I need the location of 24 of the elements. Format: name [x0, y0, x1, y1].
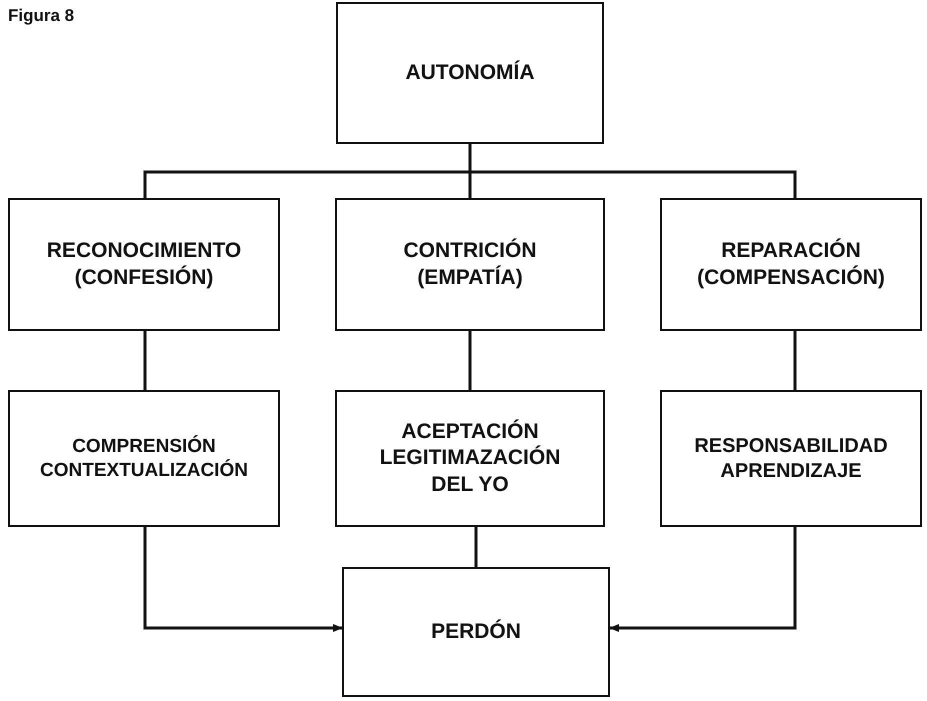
box-label: ACEPTACIÓN LEGITIMAZACIÓN DEL YO	[378, 419, 562, 498]
concept-box	[335, 198, 605, 331]
connector-line	[794, 331, 796, 390]
connector-line	[468, 331, 472, 390]
concept-box	[660, 198, 922, 331]
arrow	[609, 527, 796, 632]
concept-box	[342, 567, 610, 697]
box-label: AUTONOMÍA	[404, 60, 536, 86]
connector-line	[468, 144, 796, 198]
arrow	[144, 527, 343, 632]
concept-box	[336, 2, 604, 144]
figure-title: Figura 8	[8, 6, 74, 26]
concept-box	[335, 390, 605, 527]
box-label: REPARACIÓN (COMPENSACIÓN)	[696, 238, 886, 290]
connector-line	[144, 331, 146, 390]
box-label: CONTRICIÓN (EMPATÍA)	[402, 238, 538, 290]
connector-line	[474, 527, 478, 567]
concept-box	[8, 198, 280, 331]
box-label: COMPRENSIÓN CONTEXTUALIZACIÓN	[39, 434, 249, 482]
box-label: RECONOCIMIENTO (CONFESIÓN)	[46, 238, 242, 290]
concept-box	[660, 390, 922, 527]
box-label: PERDÓN	[430, 618, 522, 645]
box-label: RESPONSABILIDAD APRENDIZAJE	[693, 434, 889, 484]
concept-box	[8, 390, 280, 527]
